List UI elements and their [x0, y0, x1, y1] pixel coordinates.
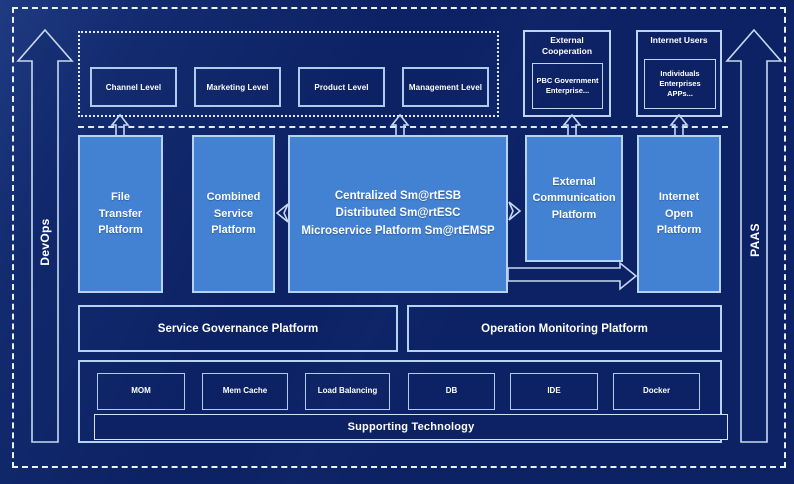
tech-box-load-balancing: Load Balancing: [305, 373, 390, 410]
external-cooperation-members: PBC Government Enterprise...: [532, 63, 603, 109]
internet-users-title: Internet Users: [650, 35, 708, 45]
central-line-1: Centralized Sm@rtESB: [334, 190, 462, 203]
central-line-3: Microservice Platform Sm@rtEMSP: [301, 224, 495, 237]
supporting-technology-bar: Supporting Technology: [94, 414, 728, 440]
tech-box-db: DB: [408, 373, 495, 410]
level-box-management: Management Level: [402, 67, 489, 107]
level-box-product: Product Level: [298, 67, 385, 107]
internet-users-node: Internet Users Individuals Enterprises A…: [636, 30, 722, 117]
service-governance-platform: Service Governance Platform: [78, 305, 398, 352]
external-cooperation-title: External Cooperation: [541, 35, 593, 56]
platform-combined-service: Combined Service Platform: [192, 135, 275, 293]
tech-box-ide: IDE: [510, 373, 598, 410]
level-box-marketing: Marketing Level: [194, 67, 281, 107]
platform-internet-open: Internet Open Platform: [637, 135, 721, 293]
external-cooperation-node: External Cooperation PBC Government Ente…: [523, 30, 611, 117]
tech-box-mom: MOM: [97, 373, 185, 410]
platform-central-esb: Centralized Sm@rtESB Distributed Sm@rtES…: [288, 135, 508, 293]
levels-dashed-frame: [78, 31, 499, 117]
internet-users-members: Individuals Enterprises APPs...: [644, 59, 716, 109]
supporting-technology-container: [78, 360, 722, 443]
platform-file-transfer: File Transfer Platform: [78, 135, 163, 293]
paas-rail-label: PAAS: [748, 223, 762, 257]
level-box-channel: Channel Level: [90, 67, 177, 107]
outer-dashed-frame: [12, 7, 786, 468]
tech-box-mem-cache: Mem Cache: [202, 373, 288, 410]
platform-external-communication: External Communication Platform: [525, 135, 623, 262]
tech-box-docker: Docker: [613, 373, 700, 410]
operation-monitoring-platform: Operation Monitoring Platform: [407, 305, 722, 352]
layer-separator-dashed-line: [78, 126, 728, 128]
devops-rail-label: DevOps: [38, 218, 52, 266]
central-line-2: Distributed Sm@rtESC: [335, 207, 461, 220]
